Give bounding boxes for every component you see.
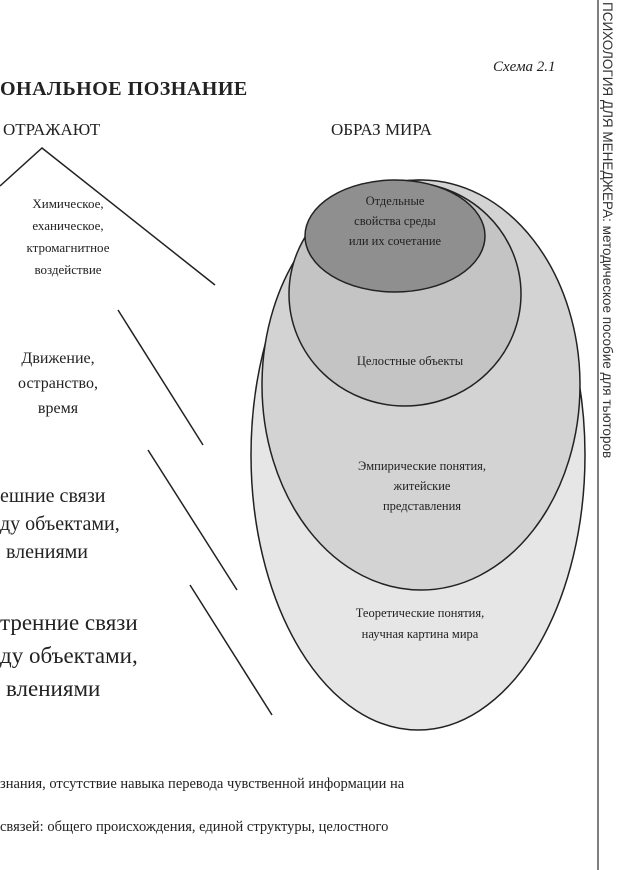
text-line: или их сочетание	[348, 234, 442, 248]
text-line: ду объектами,	[0, 513, 120, 535]
text-line: тренние связи	[0, 610, 138, 635]
text-line: свойства среды	[354, 214, 436, 228]
divider-line	[189, 584, 273, 716]
text-line: остранство,	[18, 375, 98, 392]
right-heading: ОБРАЗ МИРА	[331, 120, 432, 139]
left-block-2: Движение, остранство, время	[18, 346, 98, 421]
label-properties: Отдельные свойства среды или их сочетани…	[349, 191, 441, 251]
text-line: представления	[382, 499, 462, 513]
text-line: влениями	[6, 676, 101, 701]
left-block-3: ешние связи ду объектами, влениями	[0, 482, 120, 566]
left-block-4: тренние связи ду объектами, влениями	[0, 606, 138, 705]
divider-line	[117, 309, 204, 446]
scheme-label: Схема 2.1	[493, 59, 556, 75]
text-line: Движение,	[21, 350, 95, 367]
body-text-line: знания, отсутствие навыка перевода чувст…	[0, 776, 405, 792]
page-title: ОНАЛЬНОЕ ПОЗНАНИЕ	[0, 78, 248, 100]
left-block-1: Химическое, еханическое, ктромагнитное в…	[27, 193, 110, 281]
text-line: житейские	[393, 479, 451, 493]
ellipse-properties	[304, 179, 486, 293]
label-theoretical: Теоретические понятия, научная картина м…	[356, 603, 484, 645]
text-line: влениями	[6, 541, 89, 563]
text-line: Отдельные	[365, 194, 425, 208]
text-line: ешние связи	[0, 485, 106, 507]
text-line: воздействие	[34, 262, 102, 277]
text-line: еханическое,	[32, 218, 104, 233]
divider-line	[147, 449, 238, 591]
running-header: ПСИХОЛОГИЯ ДЛЯ МЕНЕДЖЕРА: методическое п…	[600, 2, 615, 459]
body-text-line: связей: общего происхождения, единой стр…	[0, 819, 389, 835]
text-line: научная картина мира	[361, 627, 479, 641]
bracket-line	[0, 147, 216, 286]
label-objects: Целостные объекты	[357, 355, 463, 368]
text-line: Теоретические понятия,	[355, 606, 485, 620]
left-heading: ОТРАЖАЮТ	[3, 120, 101, 139]
text-line: Химическое,	[32, 196, 104, 211]
label-empirical: Эмпирические понятия, житейские представ…	[358, 456, 486, 516]
text-line: ду объектами,	[0, 643, 138, 668]
text-line: ктромагнитное	[26, 240, 110, 255]
text-line: Эмпирические понятия,	[357, 459, 487, 473]
text-line: время	[37, 400, 79, 417]
text-line: Целостные объекты	[356, 354, 464, 368]
